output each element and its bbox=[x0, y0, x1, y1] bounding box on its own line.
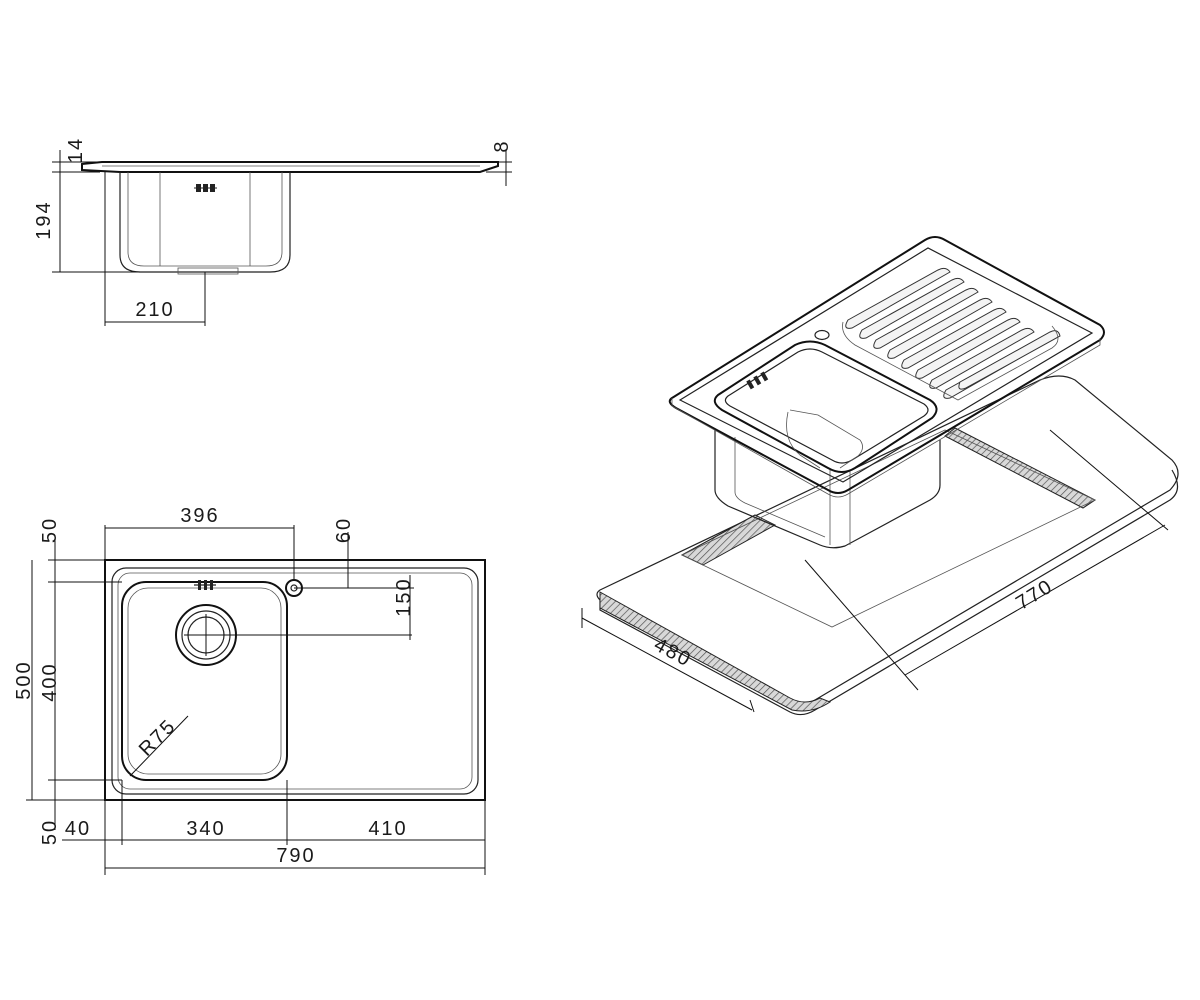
iso-cutout-right bbox=[944, 427, 1096, 509]
dim-cutout-depth: 480 bbox=[650, 634, 695, 672]
dim-tap-offset: 60 bbox=[333, 517, 355, 543]
dim-margin-bottom: 50 bbox=[39, 819, 61, 845]
iso-cutout-left bbox=[680, 514, 777, 566]
waste-icon bbox=[175, 604, 412, 666]
dim-bowl-height: 400 bbox=[39, 662, 61, 701]
top-view: 396 60 150 50 400 500 50 40 340 410 bbox=[13, 505, 486, 875]
dim-depth: 194 bbox=[33, 200, 55, 239]
dim-bowl-to-tap: 396 bbox=[180, 505, 219, 527]
top-overflow-icon bbox=[194, 580, 216, 590]
iso-drainer-ribs bbox=[842, 267, 1061, 401]
dim-margin-top: 50 bbox=[39, 517, 61, 543]
dim-overall-height: 500 bbox=[13, 660, 35, 699]
dim-margin-left: 40 bbox=[65, 818, 91, 840]
iso-overflow-icon bbox=[746, 371, 769, 390]
iso-bowl-body bbox=[714, 430, 941, 549]
side-view: 14 194 210 8 bbox=[33, 137, 513, 326]
iso-edge-hatch bbox=[599, 591, 832, 712]
dim-half-width: 210 bbox=[135, 299, 174, 321]
dim-tap-to-waste: 150 bbox=[393, 577, 415, 616]
dim-corner-radius: R75 bbox=[135, 715, 181, 761]
overflow-icon bbox=[194, 184, 217, 192]
top-outline bbox=[104, 559, 486, 801]
iso-tap-hole bbox=[814, 329, 830, 341]
dim-drainer-width: 410 bbox=[368, 818, 407, 840]
iso-view: 770 480 bbox=[581, 236, 1179, 716]
iso-countertop-top bbox=[596, 375, 1179, 706]
dim-overall-width: 790 bbox=[276, 845, 315, 867]
dim-bowl-width: 340 bbox=[186, 818, 225, 840]
dim-rim: 14 bbox=[65, 137, 87, 163]
dim-drainer-thickness: 8 bbox=[491, 139, 513, 152]
side-deck bbox=[81, 161, 499, 173]
